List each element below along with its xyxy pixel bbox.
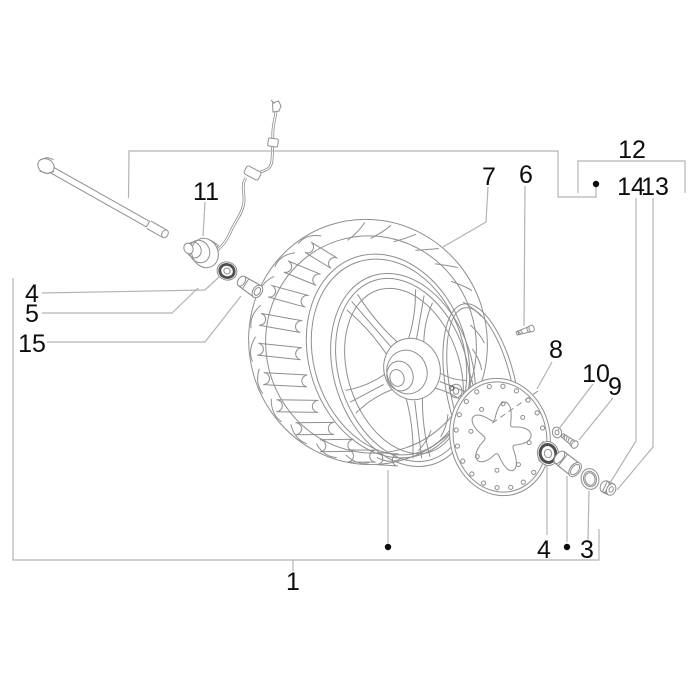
ref-dot-kit12 [592,180,600,188]
wheel-bearing-right [536,441,560,466]
callout-11: 11 [193,178,219,206]
leader-4-left [41,276,220,294]
callout-15: 15 [18,330,46,358]
leader-axle-to-kit12 [127,150,597,199]
callout-6: 6 [519,161,533,189]
wheel-bearing-left [216,261,238,281]
callout-10: 10 [582,360,610,388]
leader-11 [202,201,206,237]
callout-12: 12 [618,136,646,164]
leader-3 [587,490,590,541]
speedometer-cable [216,99,282,252]
leader-8 [536,361,553,390]
callout-13: 13 [641,173,669,201]
callout-7: 7 [482,163,496,191]
leader-6 [523,185,526,327]
leader-10 [557,383,594,431]
wheel-hub [383,337,463,401]
bracket-1 [12,278,600,561]
leader-5 [42,287,199,314]
ref-dot-wheel [384,543,392,551]
washer-10 [551,426,563,439]
callout-3: 3 [580,536,594,564]
callout-9: 9 [608,373,622,401]
callout-labels: 1 3 4 4 5 6 7 8 9 10 11 12 13 14 15 [18,136,669,596]
disc-screw-9 [560,433,579,449]
leader-7 [442,186,489,248]
disc-screw-6 [515,324,535,336]
callout-1: 1 [286,568,300,596]
leader-15 [47,295,242,343]
callout-14: 14 [617,173,645,201]
callout-4-bottom: 4 [537,536,551,564]
brake-disc [449,377,551,497]
callout-8: 8 [549,336,563,364]
leader-lines [12,150,686,571]
hub-spacer [553,450,582,478]
spacer-bushing-left [236,275,264,299]
axle-nut [599,480,617,496]
leader-14 [609,198,637,484]
seal-ring-3 [580,468,600,490]
leader-13 [616,198,654,491]
callout-5: 5 [25,300,39,328]
callout-4-left: 4 [25,280,39,308]
rim [330,272,476,468]
speedometer-drive-unit [183,237,219,269]
leader-9 [578,397,614,441]
ref-dot-spacer [563,543,571,551]
bracket-12 [577,160,686,193]
front-axle [37,156,169,239]
